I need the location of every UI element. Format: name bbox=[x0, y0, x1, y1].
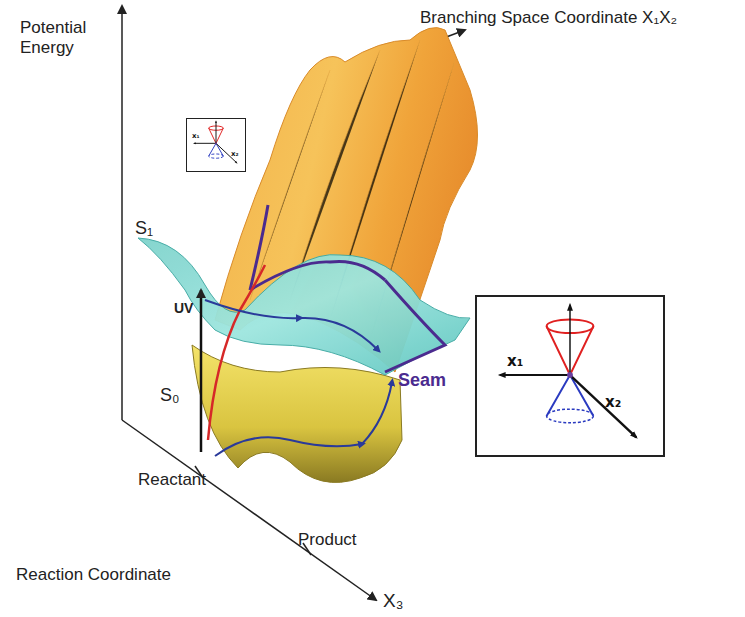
axis-label: x₁ bbox=[192, 132, 200, 140]
axis-tick-label: Product bbox=[298, 530, 357, 550]
axis-label: x₂ bbox=[605, 393, 621, 411]
excitation-label: UV bbox=[174, 300, 193, 316]
axis-tick-label: Reactant bbox=[138, 470, 206, 490]
cone-drawing bbox=[187, 119, 245, 171]
surface-label: S₁ bbox=[135, 218, 153, 239]
axis-title: X₃ bbox=[383, 590, 403, 612]
surface-label: S₀ bbox=[160, 385, 179, 406]
cone-inset: x₁ x₂ bbox=[475, 295, 665, 457]
axis-label: x₁ bbox=[507, 352, 523, 370]
cone-inset: x₁ x₂ bbox=[186, 118, 246, 172]
axis-title: Potential Energy bbox=[20, 18, 100, 57]
cone-drawing bbox=[477, 297, 663, 455]
seam-label: Seam bbox=[398, 370, 446, 391]
axis-title: Branching Space Coordinate X₁X₂ bbox=[420, 8, 677, 28]
axis-title: Reaction Coordinate bbox=[16, 565, 171, 585]
axis-label: x₂ bbox=[231, 150, 239, 158]
